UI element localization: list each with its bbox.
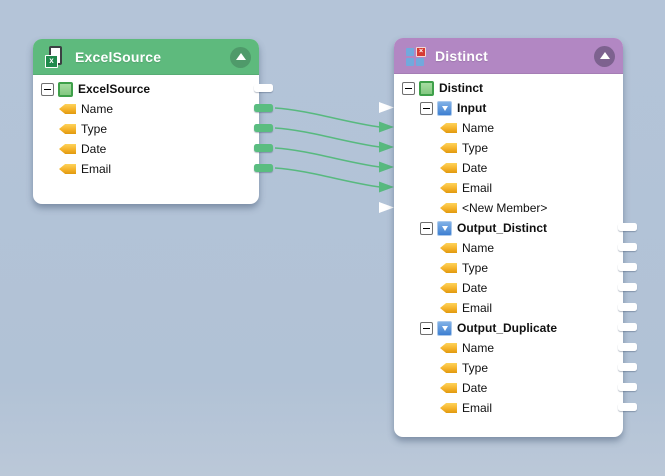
- output-port-email[interactable]: [254, 164, 273, 172]
- node-excelsource-header[interactable]: x ExcelSource: [33, 39, 259, 75]
- expander-minus-icon[interactable]: [41, 82, 54, 96]
- tree-row-new-member[interactable]: <New Member>: [394, 198, 623, 218]
- output-port-duplicate-type[interactable]: [618, 363, 637, 371]
- column-tag-icon: [440, 203, 457, 213]
- output-port-date[interactable]: [254, 144, 273, 152]
- tree-row-root[interactable]: ExcelSource: [33, 79, 259, 99]
- output-port-distinct-date[interactable]: [618, 283, 637, 291]
- expander-minus-icon[interactable]: [420, 221, 433, 235]
- tree-row-column[interactable]: Date: [394, 278, 623, 298]
- output-port-type[interactable]: [254, 124, 273, 132]
- excel-file-icon: x: [45, 46, 65, 68]
- input-arrow-icon-type: [379, 141, 394, 153]
- output-port-distinct-name[interactable]: [618, 243, 637, 251]
- column-tag-icon: [440, 143, 457, 153]
- tree-row-column[interactable]: Type: [394, 138, 623, 158]
- column-tag-icon: [440, 383, 457, 393]
- collapse-up-icon: [599, 52, 610, 59]
- column-tag-icon: [440, 283, 457, 293]
- tree-row-column[interactable]: Type: [394, 358, 623, 378]
- input-arrow-icon-new-member[interactable]: [379, 202, 394, 213]
- component-square-icon: [419, 80, 434, 96]
- tree-row-column[interactable]: Type: [394, 258, 623, 278]
- column-tag-icon: [59, 104, 76, 114]
- column-tag-icon: [440, 183, 457, 193]
- node-distinct-header[interactable]: × Distinct: [394, 38, 623, 74]
- column-tag-icon: [59, 124, 76, 134]
- output-port-distinct-type[interactable]: [618, 263, 637, 271]
- column-tag-icon: [440, 123, 457, 133]
- tree-row-column[interactable]: Date: [394, 158, 623, 178]
- input-arrow-icon-date: [379, 161, 394, 173]
- remove-duplicates-icon: ×: [406, 46, 426, 66]
- node-distinct-tree: Distinct Input Name Type Date Email: [394, 74, 623, 418]
- output-port-name[interactable]: [254, 104, 273, 112]
- node-title: ExcelSource: [75, 49, 162, 65]
- collapse-button[interactable]: [230, 46, 251, 68]
- output-port-duplicate-date[interactable]: [618, 383, 637, 391]
- tree-row-column[interactable]: Email: [394, 398, 623, 418]
- column-tag-icon: [440, 303, 457, 313]
- tree-row-column[interactable]: Date: [394, 378, 623, 398]
- component-square-icon: [58, 81, 73, 97]
- tree-row-group-input[interactable]: Input: [394, 98, 623, 118]
- column-tag-icon: [440, 363, 457, 373]
- collapse-up-icon: [235, 53, 246, 60]
- node-distinct[interactable]: × Distinct Distinct Input Name: [394, 38, 637, 437]
- column-tag-icon: [440, 163, 457, 173]
- io-group-icon: [437, 220, 452, 236]
- tree-row-column[interactable]: Date: [33, 139, 259, 159]
- output-port-duplicate-email[interactable]: [618, 403, 637, 411]
- tree-row-group-output-duplicate[interactable]: Output_Duplicate: [394, 318, 623, 338]
- expander-minus-icon[interactable]: [420, 321, 433, 335]
- output-port-distinct-email[interactable]: [618, 303, 637, 311]
- input-arrow-icon-input[interactable]: [379, 102, 394, 113]
- tree-row-column[interactable]: Email: [33, 159, 259, 179]
- column-tag-icon: [440, 343, 457, 353]
- input-arrow-icon-name: [379, 121, 394, 133]
- tree-row-root[interactable]: Distinct: [394, 78, 623, 98]
- column-tag-icon: [440, 403, 457, 413]
- tree-row-column[interactable]: Name: [394, 238, 623, 258]
- wire-date-to-date[interactable]: [274, 147, 381, 168]
- collapse-button[interactable]: [594, 45, 615, 67]
- tree-row-column[interactable]: Name: [394, 338, 623, 358]
- node-excelsource-tree: ExcelSource Name Type Date Email: [33, 75, 259, 179]
- tree-row-column[interactable]: Name: [394, 118, 623, 138]
- wire-type-to-type[interactable]: [274, 127, 381, 148]
- input-arrow-icon-email: [379, 181, 394, 193]
- wire-name-to-name[interactable]: [274, 107, 381, 128]
- wire-email-to-email[interactable]: [274, 167, 381, 188]
- output-port-output-distinct[interactable]: [618, 223, 637, 231]
- io-group-icon: [437, 100, 452, 116]
- column-tag-icon: [59, 144, 76, 154]
- expander-minus-icon[interactable]: [420, 101, 433, 115]
- output-port-excelsource[interactable]: [254, 84, 273, 92]
- expander-minus-icon[interactable]: [402, 81, 415, 95]
- tree-row-column[interactable]: Email: [394, 298, 623, 318]
- column-tag-icon: [59, 164, 76, 174]
- output-port-duplicate-name[interactable]: [618, 343, 637, 351]
- tree-row-column[interactable]: Type: [33, 119, 259, 139]
- tree-row-group-output-distinct[interactable]: Output_Distinct: [394, 218, 623, 238]
- node-excelsource[interactable]: x ExcelSource ExcelSource Name Type: [33, 39, 273, 204]
- column-tag-icon: [440, 243, 457, 253]
- output-port-output-duplicate[interactable]: [618, 323, 637, 331]
- column-tag-icon: [440, 263, 457, 273]
- tree-row-column[interactable]: Email: [394, 178, 623, 198]
- node-title: Distinct: [435, 48, 488, 64]
- tree-row-column[interactable]: Name: [33, 99, 259, 119]
- io-group-icon: [437, 320, 452, 336]
